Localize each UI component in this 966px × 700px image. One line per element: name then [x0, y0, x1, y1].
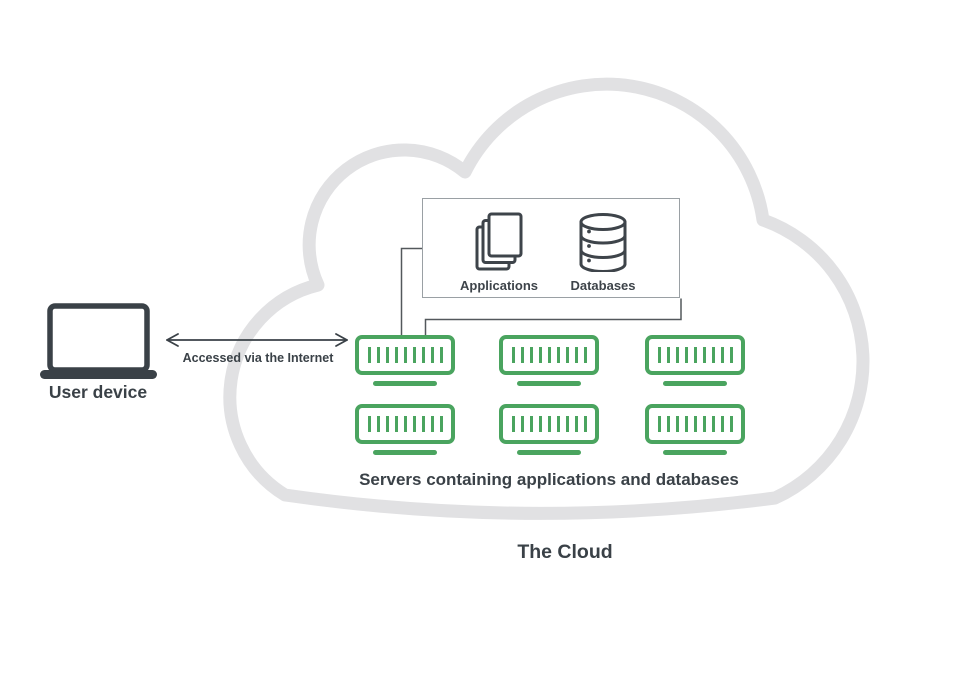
laptop-base [40, 370, 157, 379]
databases-icon [579, 213, 627, 272]
server-base [663, 381, 727, 386]
server-body [355, 335, 455, 375]
laptop-screen [47, 303, 150, 373]
servers-caption: Servers containing applications and data… [359, 470, 739, 489]
laptop-icon [40, 303, 157, 379]
server-ticks [367, 416, 443, 432]
cloud-outline-icon [223, 77, 870, 520]
server-ticks [657, 416, 733, 432]
legend-item-applications: Applications [453, 212, 545, 297]
internet-arrow-label: Accessed via the Internet [182, 351, 334, 365]
server-body [499, 404, 599, 444]
server-ticks [657, 347, 733, 363]
server-ticks [367, 347, 443, 363]
server-icon-6 [645, 404, 745, 460]
server-base [517, 450, 581, 455]
applications-label: Applications [459, 278, 538, 293]
server-body [355, 404, 455, 444]
cloud-label: The Cloud [517, 541, 613, 563]
server-body [499, 335, 599, 375]
server-base [373, 381, 437, 386]
applications-icon [475, 212, 523, 271]
server-ticks [511, 416, 587, 432]
server-body [645, 335, 745, 375]
user-device-label: User device [48, 382, 148, 402]
server-icon-1 [355, 335, 455, 391]
connector-elbow-left [400, 247, 422, 335]
databases-label: Databases [570, 278, 636, 293]
server-icon-2 [499, 335, 599, 391]
internet-arrow [166, 333, 348, 347]
legend-item-databases: Databases [557, 212, 649, 297]
server-base [373, 450, 437, 455]
server-base [517, 381, 581, 386]
server-icon-5 [499, 404, 599, 460]
legend-box: Applications Databases [422, 198, 680, 298]
server-body [645, 404, 745, 444]
server-ticks [511, 347, 587, 363]
server-icon-4 [355, 404, 455, 460]
server-icon-3 [645, 335, 745, 391]
server-base [663, 450, 727, 455]
connector-bracket-right [424, 298, 682, 335]
